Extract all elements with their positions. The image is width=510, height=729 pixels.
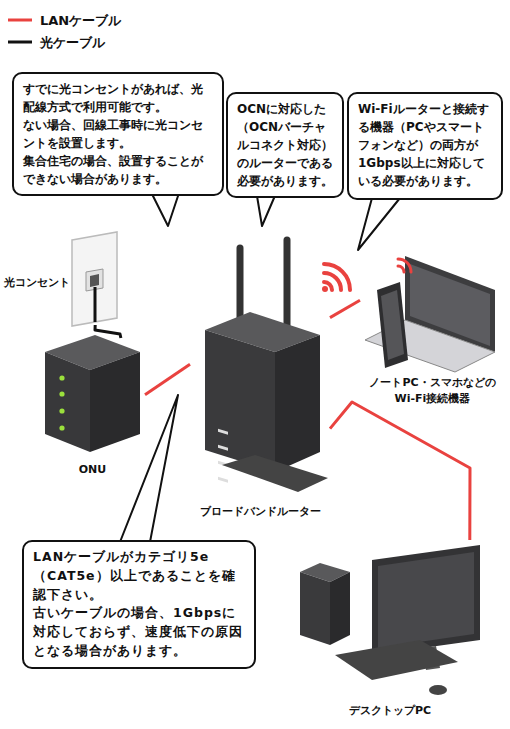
cable-connector bbox=[330, 402, 470, 540]
monitor-screen bbox=[378, 552, 474, 648]
device-node: 光コンセント bbox=[4, 235, 118, 325]
router-led bbox=[218, 429, 228, 435]
outlet-plate bbox=[72, 232, 117, 326]
router-stand bbox=[222, 455, 328, 492]
device-label: ノートPC・スマホなどの Wi-Fi接続機器 bbox=[365, 375, 500, 407]
device-node: ノートPC・スマホなどの Wi-Fi接続機器 bbox=[360, 245, 505, 403]
callout-text: ない場合、回線工事時に光コンセントを設置します。 bbox=[23, 116, 213, 152]
router-side bbox=[275, 335, 320, 472]
router-antenna bbox=[237, 248, 244, 325]
keyboard bbox=[335, 640, 458, 680]
tower-front bbox=[300, 572, 330, 645]
router-antenna bbox=[284, 240, 291, 330]
device-label: デスクトップPC bbox=[295, 703, 485, 719]
outlet-port bbox=[90, 274, 99, 287]
device-label: ONU bbox=[40, 462, 145, 478]
fiber-wire bbox=[94, 287, 97, 322]
router-led bbox=[218, 445, 228, 451]
callout-text: OCNに対応した（OCNバーチャルコネクト対応）のルーターである必要があります。 bbox=[237, 100, 333, 190]
callout-bubble: すでに光コンセントがあれば、光配線方式で利用可能です。ない場合、回線工事時に光コ… bbox=[12, 72, 224, 196]
device-label: 光コンセント bbox=[4, 275, 74, 291]
callout-text: Wi-Fiルーターと接続する機器（PCやスマートフォンなど）の両方が1Gbps以… bbox=[358, 100, 492, 190]
device-node: デスクトップPC bbox=[295, 540, 485, 722]
callout-text: LANケーブルがカテゴリ5e（CAT5e）以上であることを確認下さい。 bbox=[33, 548, 245, 604]
onu-side bbox=[90, 352, 140, 452]
wifi-signal bbox=[398, 259, 411, 272]
onu-led bbox=[59, 391, 64, 396]
callout-bubble: Wi-Fiルーターと接続する機器（PCやスマートフォンなど）の両方が1Gbps以… bbox=[347, 92, 503, 200]
wifi-signal bbox=[324, 264, 350, 290]
cable-connector bbox=[95, 325, 121, 338]
callout-tail bbox=[358, 198, 400, 250]
wifi-arc bbox=[398, 266, 404, 272]
device-node: ブロードバンドルーター bbox=[190, 230, 330, 522]
callout-bubble: OCNに対応した（OCNバーチャルコネクト対応）のルーターである必要があります。 bbox=[226, 92, 344, 198]
phone-screen bbox=[381, 290, 404, 360]
cable-connector bbox=[145, 364, 190, 395]
onu-led bbox=[59, 375, 64, 380]
router-led bbox=[218, 477, 228, 483]
mouse bbox=[429, 685, 447, 695]
legend-label: 光ケーブル bbox=[40, 34, 105, 52]
router-front bbox=[205, 330, 275, 472]
phone-body bbox=[377, 282, 408, 368]
device-node: ONU bbox=[40, 338, 145, 480]
fiber-cable-sample bbox=[8, 41, 32, 44]
legend-label: LANケーブル bbox=[40, 12, 121, 30]
wifi-dot bbox=[322, 286, 328, 292]
callout-bubble: LANケーブルがカテゴリ5e（CAT5e）以上であることを確認下さい。古いケーブ… bbox=[22, 540, 256, 669]
onu-led bbox=[59, 408, 64, 413]
callout-text: すでに光コンセントがあれば、光配線方式で利用可能です。 bbox=[23, 80, 213, 116]
device-label: ブロードバンドルーター bbox=[190, 504, 330, 520]
lan-cable-sample bbox=[8, 19, 32, 22]
callout-text: 古いケーブルの場合、1Gbpsに対応しておらず、速度低下の原因となる場合がありま… bbox=[33, 604, 245, 660]
wifi-arc bbox=[398, 259, 411, 272]
onu-led bbox=[59, 425, 64, 430]
tower-side bbox=[330, 572, 350, 645]
onu-front bbox=[45, 352, 90, 452]
wifi-arc bbox=[324, 264, 350, 290]
cable-connector bbox=[330, 300, 360, 317]
monitor-frame bbox=[372, 545, 480, 655]
callout-text: 集合住宅の場合、設置することができない場合があります。 bbox=[23, 152, 213, 188]
